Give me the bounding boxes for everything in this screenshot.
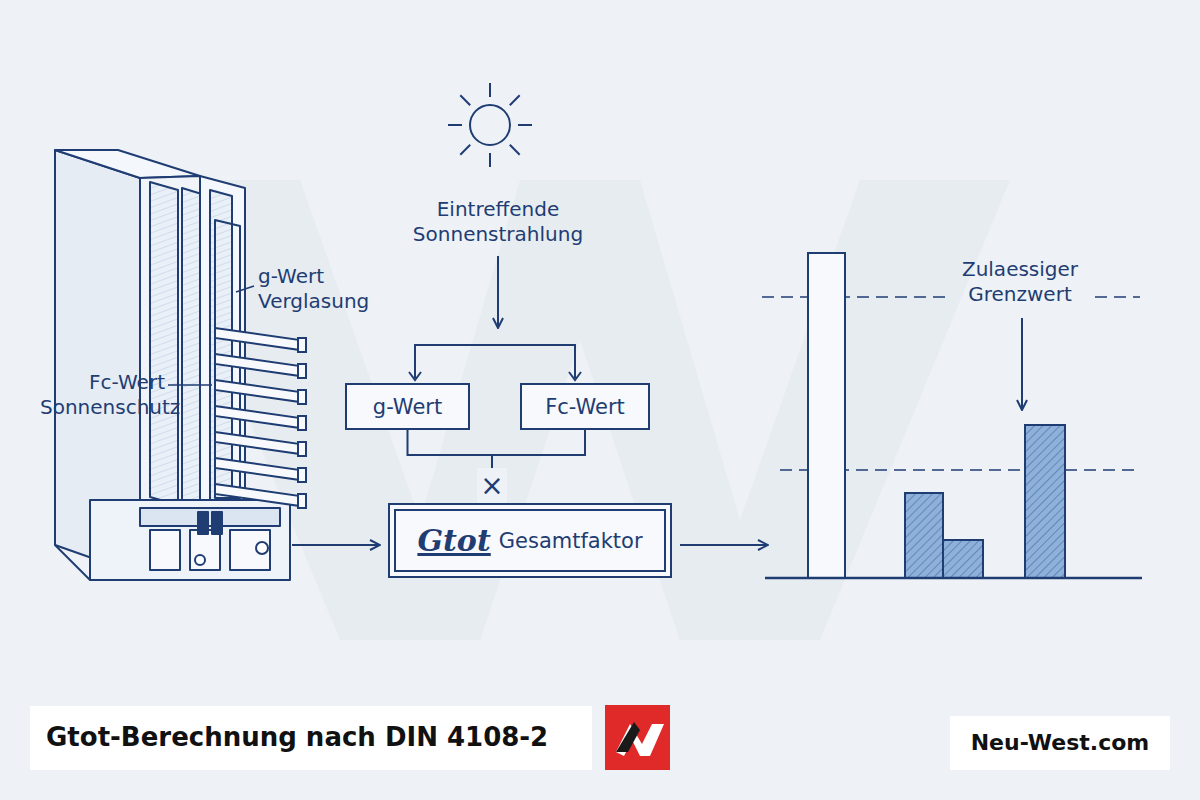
louver-slat — [215, 406, 300, 428]
sun-ray — [518, 124, 532, 126]
value-box: Fc-Wert — [520, 383, 650, 430]
sun-ray — [489, 153, 491, 167]
part-label: Fc-Wert Sonnenschutz — [40, 370, 165, 420]
part-label: g-Wert Verglasung — [258, 264, 388, 314]
sun-ray — [460, 95, 470, 105]
sun-ray — [448, 124, 462, 126]
slat-end — [298, 468, 306, 482]
node-text: Gesamtfaktor — [499, 529, 643, 553]
slat-end — [298, 364, 306, 378]
result-box: Gtot Gesamtfaktor — [388, 503, 672, 578]
louver-slat — [215, 354, 300, 376]
slat-end — [298, 442, 306, 456]
sun-ray — [510, 145, 520, 155]
slat-end — [298, 338, 306, 352]
site-name: Neu-West.com — [971, 729, 1150, 757]
node-text: Fc-Wert — [545, 395, 625, 419]
slat-end — [298, 494, 306, 508]
louver-slat — [215, 432, 300, 454]
slat-end — [298, 390, 306, 404]
limit-label: Zulaessiger Grenzwert — [945, 257, 1095, 307]
louver-slat — [215, 458, 300, 480]
node-text: g-Wert — [373, 395, 442, 419]
sun-ray — [489, 83, 491, 97]
value-box: g-Wert — [345, 383, 470, 430]
multiply-sign: × — [477, 468, 506, 503]
radiation-label: Eintreffende Sonnenstrahlung — [398, 197, 598, 247]
louver-slat — [215, 484, 300, 506]
louver-slat — [215, 380, 300, 402]
slat-end — [298, 416, 306, 430]
sun-ray — [510, 95, 520, 105]
caption: Gtot-Berechnung nach DIN 4108-2 — [46, 721, 548, 754]
sun-ray — [460, 145, 470, 155]
louver-slat — [215, 328, 300, 350]
node-text: Gtot — [417, 523, 490, 558]
